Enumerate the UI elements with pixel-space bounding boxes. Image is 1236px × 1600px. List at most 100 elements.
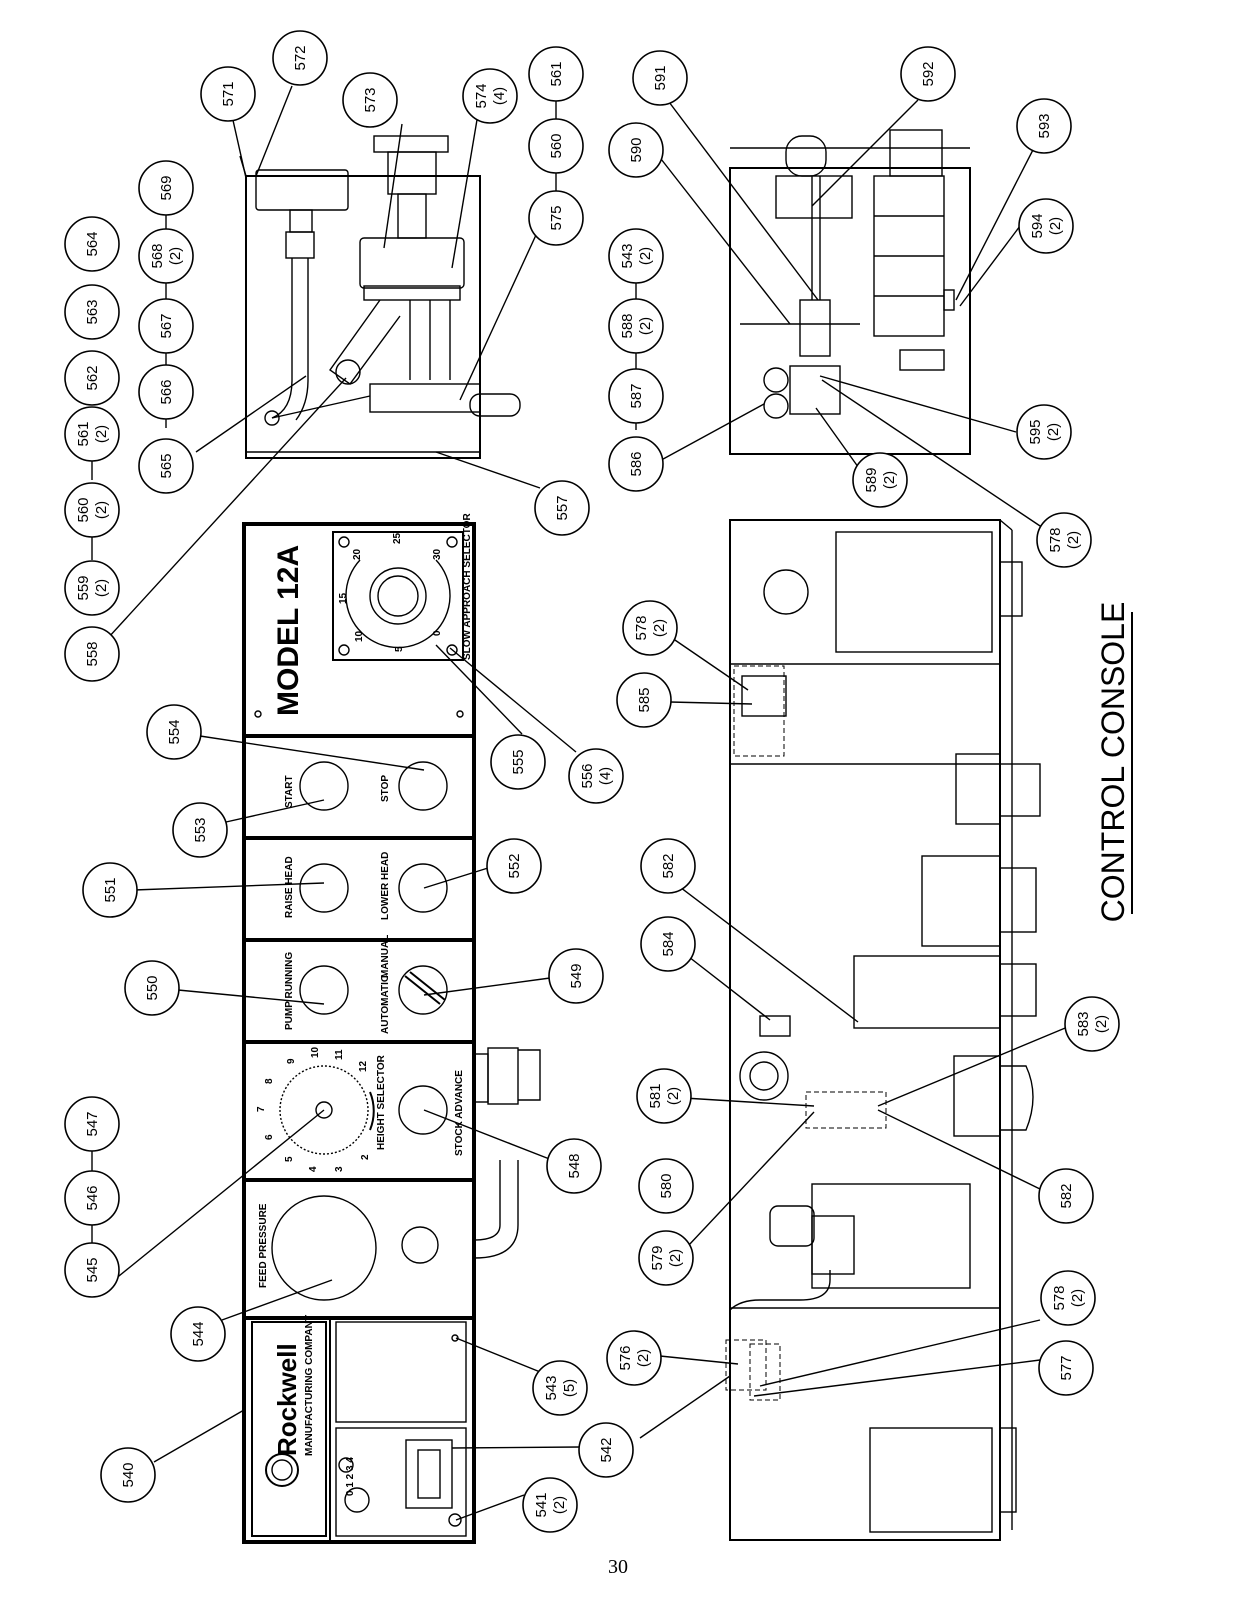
- pump-running-label: PUMP RUNNING: [284, 952, 295, 1030]
- callout-578-cab: 578 (2): [622, 600, 678, 656]
- callout-585: 585: [616, 672, 672, 728]
- callout-587: 587: [608, 368, 664, 424]
- svg-text:544: 544: [190, 1321, 207, 1346]
- svg-text:(2): (2): [637, 317, 654, 335]
- svg-text:(2): (2): [93, 501, 110, 519]
- svg-text:582: 582: [660, 853, 677, 878]
- svg-text:572: 572: [292, 45, 309, 70]
- callout-572: 572: [272, 30, 328, 86]
- callout-bubbles: 540 541 (2) 542 543 (5) 544 545 546 547 …: [64, 30, 1120, 1533]
- callout-591: 591: [632, 50, 688, 106]
- callout-573: 573: [342, 72, 398, 128]
- svg-text:(2): (2): [665, 1087, 682, 1105]
- callout-542: 542: [578, 1422, 634, 1478]
- callout-563: 563: [64, 284, 120, 340]
- solenoid-box-view: [729, 129, 971, 455]
- svg-text:(2): (2): [167, 247, 184, 265]
- svg-text:546: 546: [84, 1185, 101, 1210]
- svg-text:575: 575: [548, 205, 565, 230]
- svg-text:(4): (4): [491, 87, 508, 105]
- svg-text:591: 591: [652, 65, 669, 90]
- callout-541: 541 (2): [522, 1477, 578, 1533]
- callout-578-bottom: 578 (2): [1040, 1270, 1096, 1326]
- callout-575: 575: [528, 190, 584, 246]
- callout-548: 548: [546, 1138, 602, 1194]
- svg-text:(2): (2): [93, 425, 110, 443]
- height-dial-4: 4: [308, 1166, 319, 1172]
- svg-text:(2): (2): [637, 247, 654, 265]
- approach-dial-30: 30: [432, 548, 443, 560]
- svg-text:557: 557: [554, 495, 571, 520]
- svg-text:571: 571: [220, 81, 237, 106]
- start-label: START: [284, 775, 295, 808]
- svg-text:578: 578: [1051, 1285, 1068, 1310]
- callout-543-right: 543 (2): [608, 228, 664, 284]
- svg-text:562: 562: [84, 365, 101, 390]
- svg-text:595: 595: [1027, 419, 1044, 444]
- callout-561-left: 561 (2): [64, 406, 120, 462]
- brand-name: Rockwell: [272, 1343, 302, 1456]
- callout-584: 584: [640, 916, 696, 972]
- brand-subtitle: MANUFACTURING COMPANY: [304, 1314, 315, 1456]
- svg-text:592: 592: [920, 61, 937, 86]
- svg-text:586: 586: [628, 451, 645, 476]
- callout-578-top: 578 (2): [1036, 512, 1092, 568]
- height-dial-6: 6: [264, 1134, 275, 1140]
- callout-582-top: 582: [640, 838, 696, 894]
- svg-text:563: 563: [84, 299, 101, 324]
- svg-text:569: 569: [158, 175, 175, 200]
- callout-540: 540: [100, 1447, 156, 1503]
- svg-text:(2): (2): [551, 1496, 568, 1514]
- svg-text:565: 565: [158, 453, 175, 478]
- svg-text:(2): (2): [651, 619, 668, 637]
- callout-555: 555: [490, 734, 546, 790]
- height-dial-9: 9: [286, 1058, 297, 1064]
- callout-580: 580: [638, 1158, 694, 1214]
- svg-text:543: 543: [619, 243, 636, 268]
- svg-text:550: 550: [144, 975, 161, 1000]
- automatic-label: AUTOMATIC: [380, 975, 391, 1034]
- svg-text:(2): (2): [1047, 217, 1064, 235]
- cabinet-side-view: [725, 519, 1041, 1541]
- callout-556: 556 (4): [568, 748, 624, 804]
- svg-text:560: 560: [548, 133, 565, 158]
- callout-566: 566: [138, 364, 194, 420]
- approach-dial-5: 5: [394, 646, 405, 652]
- callout-543: 543 (5): [532, 1360, 588, 1416]
- svg-text:585: 585: [636, 687, 653, 712]
- callout-551: 551: [82, 862, 138, 918]
- height-dial-3: 3: [334, 1166, 345, 1172]
- svg-text:578: 578: [633, 615, 650, 640]
- model-label: MODEL 12A: [272, 545, 305, 716]
- valve-box-view: [239, 135, 521, 459]
- height-dial-11: 11: [334, 1049, 345, 1060]
- page-number: 30: [608, 1556, 628, 1578]
- svg-text:545: 545: [84, 1257, 101, 1282]
- callout-571: 571: [200, 66, 256, 122]
- svg-text:568: 568: [149, 243, 166, 268]
- svg-text:560: 560: [75, 497, 92, 522]
- svg-text:556: 556: [579, 763, 596, 788]
- callout-582-bottom: 582: [1038, 1168, 1094, 1224]
- raise-head-label: RAISE HEAD: [284, 856, 295, 918]
- svg-text:566: 566: [158, 379, 175, 404]
- callout-559: 559 (2): [64, 560, 120, 616]
- lower-head-label: LOWER HEAD: [380, 852, 391, 920]
- svg-text:553: 553: [192, 817, 209, 842]
- callout-590: 590: [608, 122, 664, 178]
- height-dial-2: 2: [360, 1154, 371, 1160]
- svg-text:581: 581: [647, 1083, 664, 1108]
- svg-text:584: 584: [660, 931, 677, 956]
- callout-595: 595 (2): [1016, 404, 1072, 460]
- callout-565: 565: [138, 438, 194, 494]
- callout-560-left: 560 (2): [64, 482, 120, 538]
- callout-547: 547: [64, 1096, 120, 1152]
- svg-text:552: 552: [506, 853, 523, 878]
- svg-text:590: 590: [628, 137, 645, 162]
- callout-569: 569: [138, 160, 194, 216]
- svg-text:589: 589: [863, 467, 880, 492]
- svg-text:(5): (5): [561, 1379, 578, 1397]
- svg-text:(2): (2): [93, 579, 110, 597]
- svg-text:543: 543: [543, 1375, 560, 1400]
- svg-text:582: 582: [1058, 1183, 1075, 1208]
